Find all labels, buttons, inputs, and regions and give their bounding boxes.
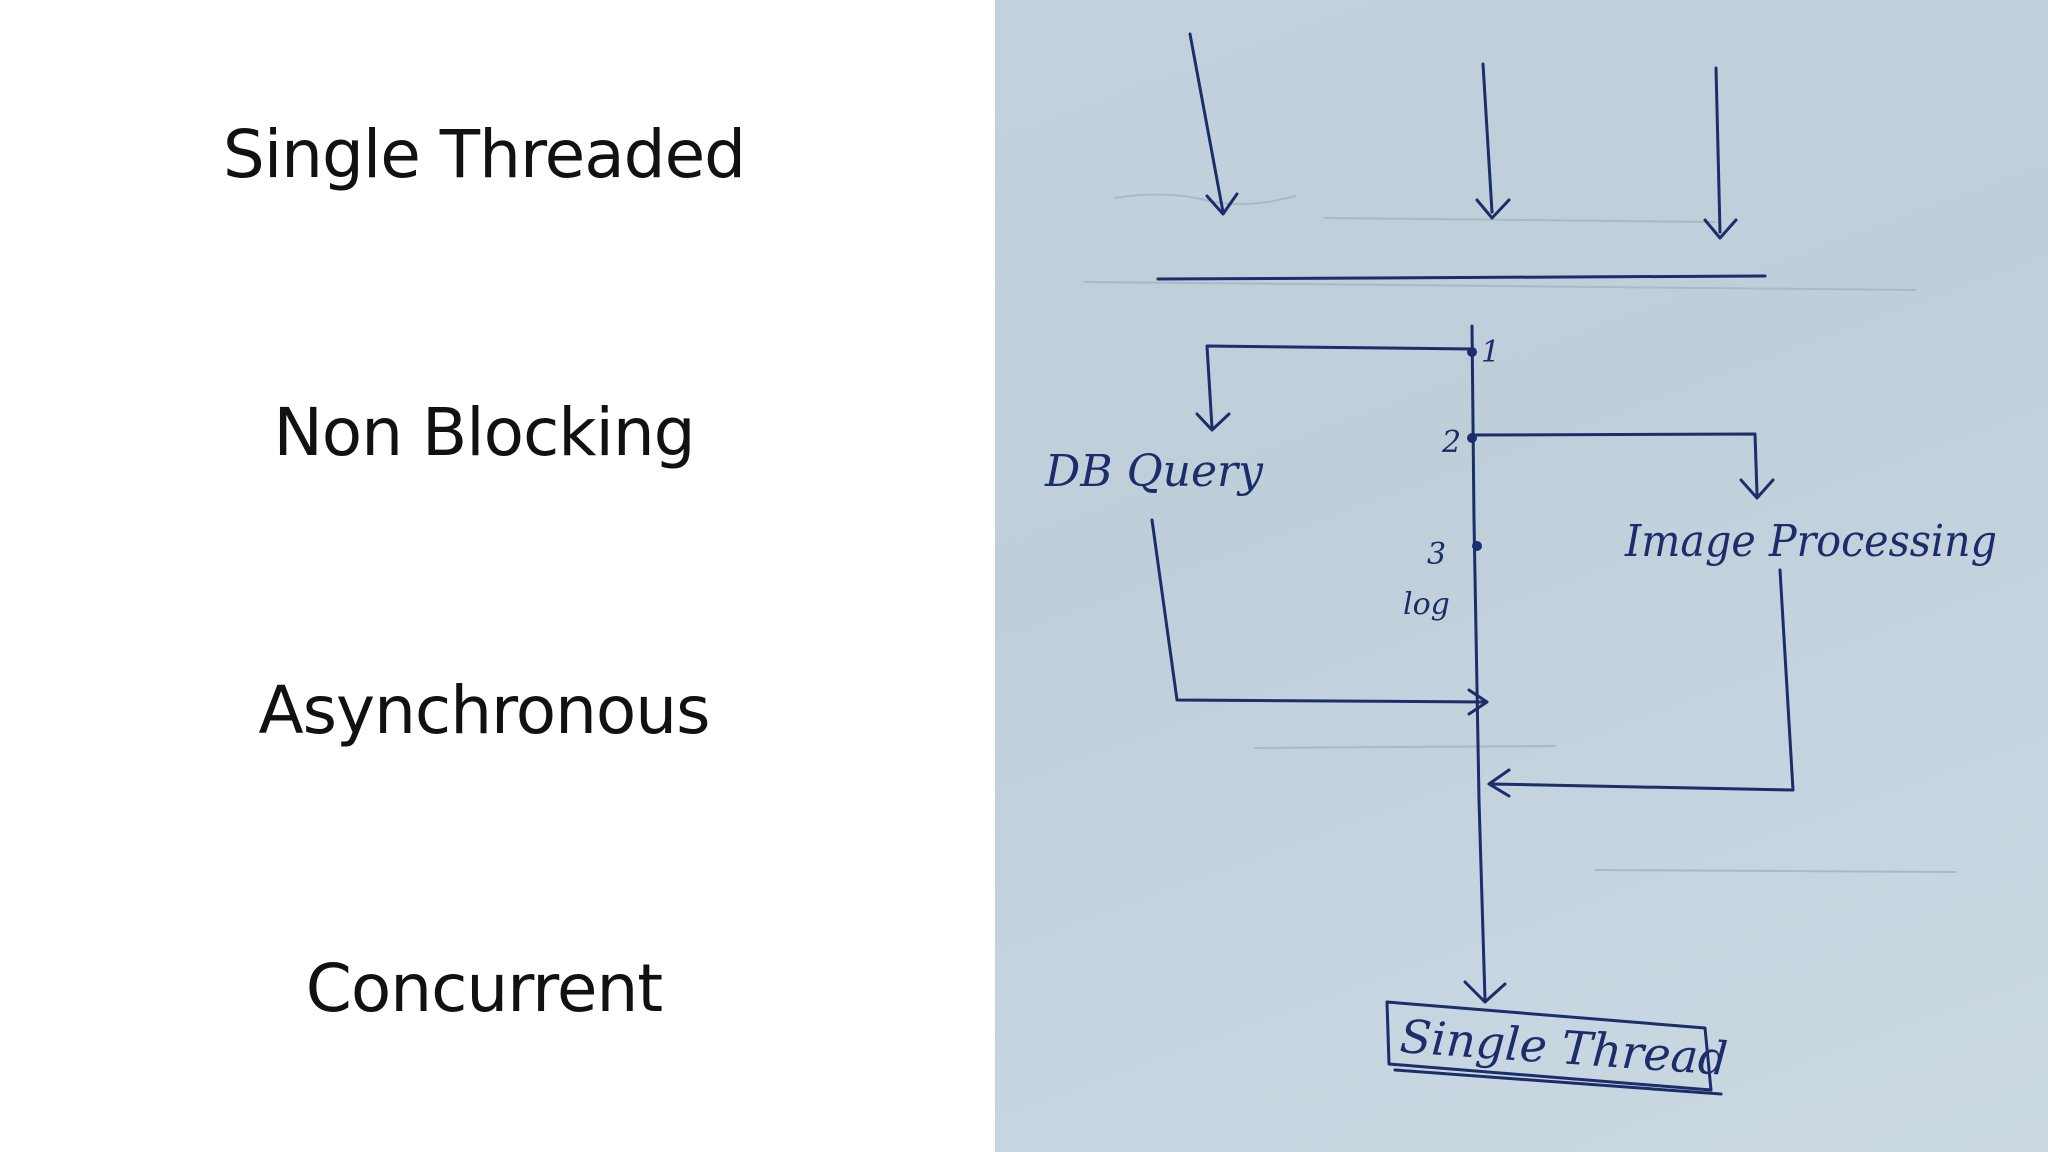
term-single-threaded: Single Threaded bbox=[222, 116, 746, 193]
image-processing-label: Image Processing bbox=[1624, 516, 1997, 567]
log-label: log bbox=[1403, 587, 1450, 622]
term-asynchronous: Asynchronous bbox=[258, 672, 710, 749]
main-thread-line bbox=[1470, 324, 1487, 1002]
faint-line bbox=[1084, 281, 1916, 291]
incoming-arrow-1 bbox=[1188, 32, 1239, 216]
main-thread-arrowhead bbox=[1463, 980, 1507, 1004]
step-1-label: 1 bbox=[1481, 335, 1500, 370]
term-concurrent: Concurrent bbox=[305, 950, 663, 1027]
single-thread-box bbox=[1385, 1000, 1713, 1092]
queue-line bbox=[1156, 274, 1767, 281]
step-3-label: 3 bbox=[1427, 537, 1446, 572]
step-3-dot bbox=[1472, 541, 1482, 551]
db-query-label: DB Query bbox=[1044, 446, 1264, 497]
faint-line bbox=[1324, 217, 1716, 223]
image-processing-callback bbox=[1487, 568, 1795, 798]
incoming-arrow-3 bbox=[1703, 66, 1738, 240]
incoming-arrow-2 bbox=[1475, 62, 1511, 220]
terms-panel: Single Threaded Non Blocking Asynchronou… bbox=[0, 0, 995, 1152]
handwritten-diagram-photo: 1 2 3 log DB Query Image Processing Sing… bbox=[995, 0, 2048, 1152]
diagram-drawing: 1 2 3 log DB Query Image Processing Sing… bbox=[1044, 32, 1997, 1096]
faint-line bbox=[1254, 745, 1556, 749]
faint-line bbox=[1114, 193, 1296, 206]
db-query-callback bbox=[1150, 518, 1489, 716]
term-non-blocking: Non Blocking bbox=[273, 394, 695, 471]
faint-line bbox=[1594, 869, 1956, 873]
step-2-label: 2 bbox=[1441, 425, 1461, 460]
image-processing-branch bbox=[1470, 432, 1775, 500]
single-thread-box-shadow bbox=[1393, 1068, 1723, 1096]
db-query-branch bbox=[1195, 344, 1474, 432]
